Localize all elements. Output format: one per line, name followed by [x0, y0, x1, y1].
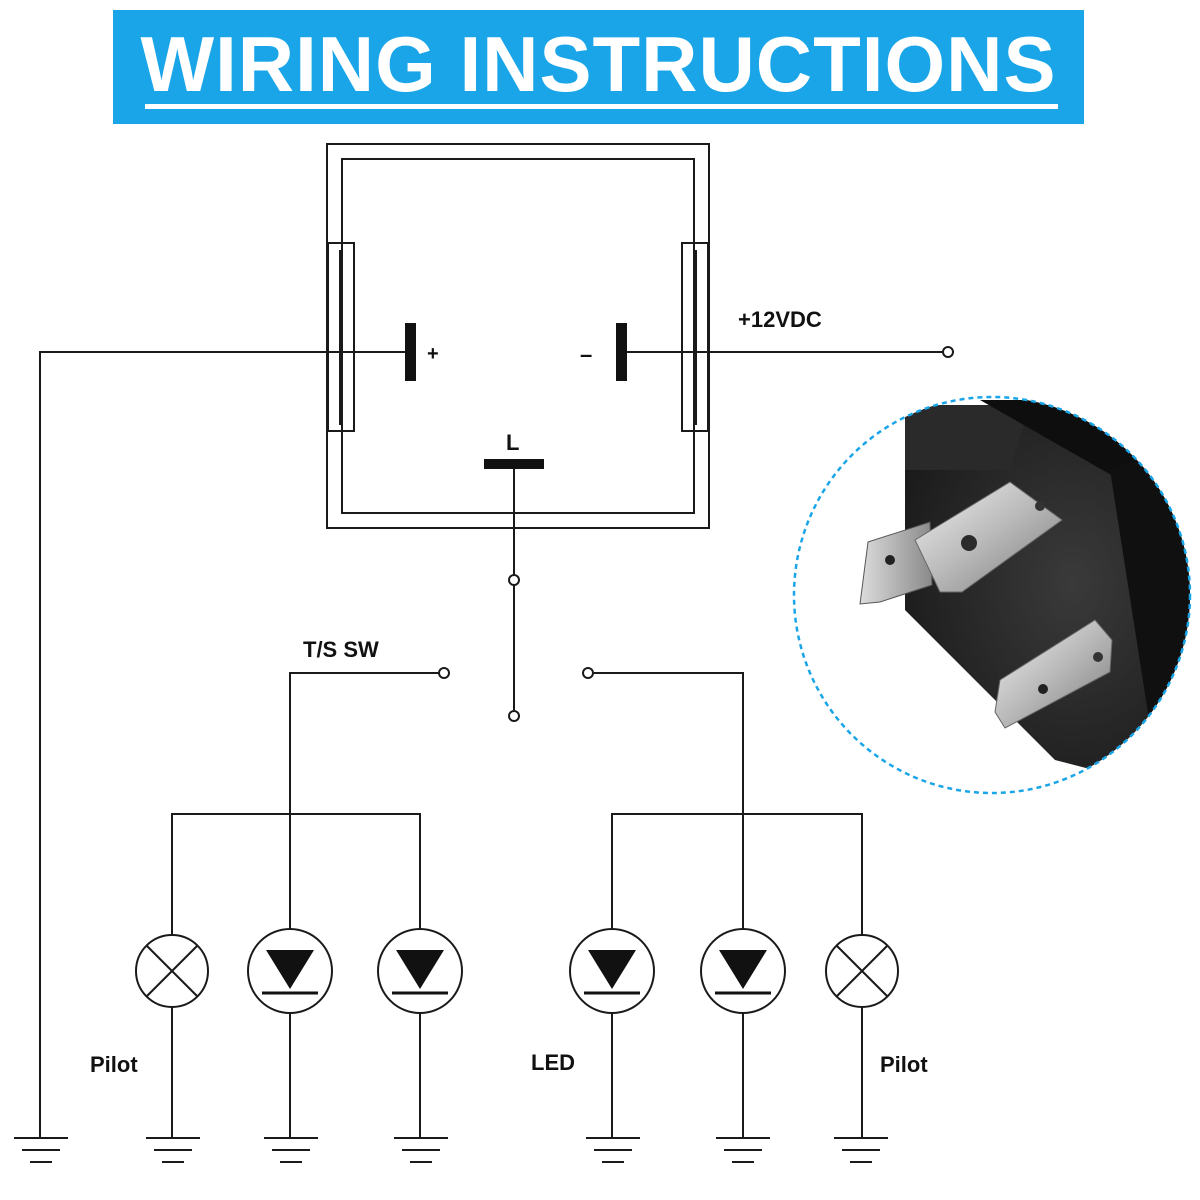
- title-underline: [145, 104, 1058, 109]
- ground-icon: [14, 1137, 68, 1163]
- photo-callout-border: [792, 395, 1192, 795]
- switch-label: T/S SW: [303, 637, 379, 662]
- wires: [39, 351, 943, 1138]
- led-diode-icon: [247, 928, 333, 1014]
- switch-common-node: [508, 574, 520, 586]
- switch-left-contact-node: [438, 667, 450, 679]
- ground-icon: [586, 1137, 640, 1163]
- pilot-label-left: Pilot: [90, 1052, 138, 1077]
- pilot-label-right: Pilot: [880, 1052, 928, 1077]
- page-title: WIRING INSTRUCTIONS: [140, 20, 1057, 108]
- relay-module: [326, 143, 710, 529]
- supply-terminal-node: [942, 346, 954, 358]
- title-banner: WIRING INSTRUCTIONS: [113, 10, 1084, 124]
- plus-label: +: [427, 343, 439, 365]
- led-diode-icon: [377, 928, 463, 1014]
- incandescent-lamp-icon: [825, 934, 899, 1008]
- ground-icon: [716, 1137, 770, 1163]
- ground-icon: [146, 1137, 200, 1163]
- led-label: LED: [531, 1050, 575, 1075]
- led-diode-icon: [700, 928, 786, 1014]
- ground-icon: [394, 1137, 448, 1163]
- minus-terminal-plate: [616, 323, 627, 381]
- ground-icon: [834, 1137, 888, 1163]
- switch-pivot-node: [508, 710, 520, 722]
- supply-label: +12VDC: [738, 307, 822, 332]
- incandescent-lamp-icon: [135, 934, 209, 1008]
- minus-label: –: [580, 342, 592, 367]
- led-diode-icon: [569, 928, 655, 1014]
- right-terminal-slot: [681, 242, 709, 432]
- ground-icon: [264, 1137, 318, 1163]
- switch-right-contact-node: [582, 667, 594, 679]
- plus-terminal-plate: [405, 323, 416, 381]
- load-terminal-plate: [484, 459, 544, 469]
- switch-nodes: [438, 346, 954, 722]
- load-label: L: [506, 430, 519, 455]
- left-terminal-slot: [327, 242, 355, 432]
